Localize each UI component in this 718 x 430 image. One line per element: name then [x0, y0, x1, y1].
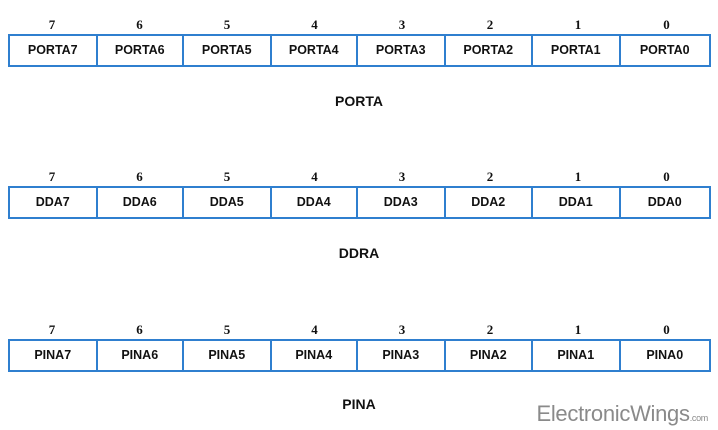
bit-cell: PINA0	[646, 348, 684, 362]
bit-cell: DDA1	[533, 188, 621, 217]
watermark: ElectronicWings.com	[536, 401, 708, 427]
bit-number: 2	[486, 169, 494, 184]
bit-cell: PORTA0	[639, 43, 690, 57]
bit-number: 5	[223, 169, 231, 184]
bit-cell: DDA2	[446, 188, 533, 217]
bit-cell: DDA7	[10, 188, 98, 217]
bit-cell: DDA6	[98, 188, 184, 217]
bit-number: 5	[223, 17, 231, 32]
bit-number: 4	[311, 169, 318, 184]
bit-number: 0	[663, 322, 670, 337]
bit-number: 5	[223, 322, 231, 337]
bit-cell: DDA4	[272, 188, 358, 217]
bit-number: 3	[398, 322, 406, 337]
watermark-suffix: .com	[689, 413, 709, 423]
bit-number: 6	[136, 17, 143, 32]
bit-number: 0	[663, 17, 670, 32]
bit-cell: PINA6	[98, 341, 184, 370]
bit-cell: PORTA7	[10, 36, 98, 65]
bit-number: 1	[574, 169, 582, 184]
bit-cell: PINA3	[358, 341, 446, 370]
bit-number: 2	[486, 17, 494, 32]
bit-cell: PORTA1	[533, 36, 621, 65]
bit-number: 7	[48, 17, 56, 32]
register-title: PORTA	[335, 93, 383, 109]
bit-cell: PORTA4	[272, 36, 358, 65]
bit-cell: PINA5	[184, 341, 272, 370]
bit-cell: DDA5	[184, 188, 272, 217]
bit-number: 6	[136, 322, 143, 337]
bit-number: 1	[574, 322, 582, 337]
bit-number: 1	[574, 17, 582, 32]
bit-cell: PINA7	[10, 341, 98, 370]
bit-number: 4	[311, 322, 318, 337]
bit-cell: PORTA2	[446, 36, 533, 65]
bit-number-row: 7 6 5 4 3 2 1 0	[8, 168, 711, 186]
bit-number: 3	[398, 169, 406, 184]
bit-number: 6	[136, 169, 143, 184]
bit-number: 0	[663, 169, 670, 184]
register-title: DDRA	[338, 245, 380, 261]
bit-cell: PINA1	[533, 341, 621, 370]
bit-number-row: 7 6 5 4 3 2 1 0	[8, 16, 711, 34]
watermark-main: ElectronicWings	[536, 401, 690, 426]
bit-cell: DDA3	[358, 188, 446, 217]
bit-number: 7	[48, 169, 56, 184]
bit-cell: PORTA6	[98, 36, 184, 65]
bit-cell: DDA0	[647, 195, 682, 209]
bit-cell: PINA2	[446, 341, 533, 370]
bit-number: 4	[311, 17, 318, 32]
bit-number-row: 7 6 5 4 3 2 1 0	[8, 321, 711, 339]
bit-cell: PORTA3	[358, 36, 446, 65]
register-title: PINA	[342, 396, 376, 412]
bit-number: 2	[486, 322, 494, 337]
bit-number: 7	[48, 322, 56, 337]
bit-cell: PORTA5	[184, 36, 272, 65]
bit-cell: PINA4	[272, 341, 358, 370]
bit-number: 3	[398, 17, 406, 32]
